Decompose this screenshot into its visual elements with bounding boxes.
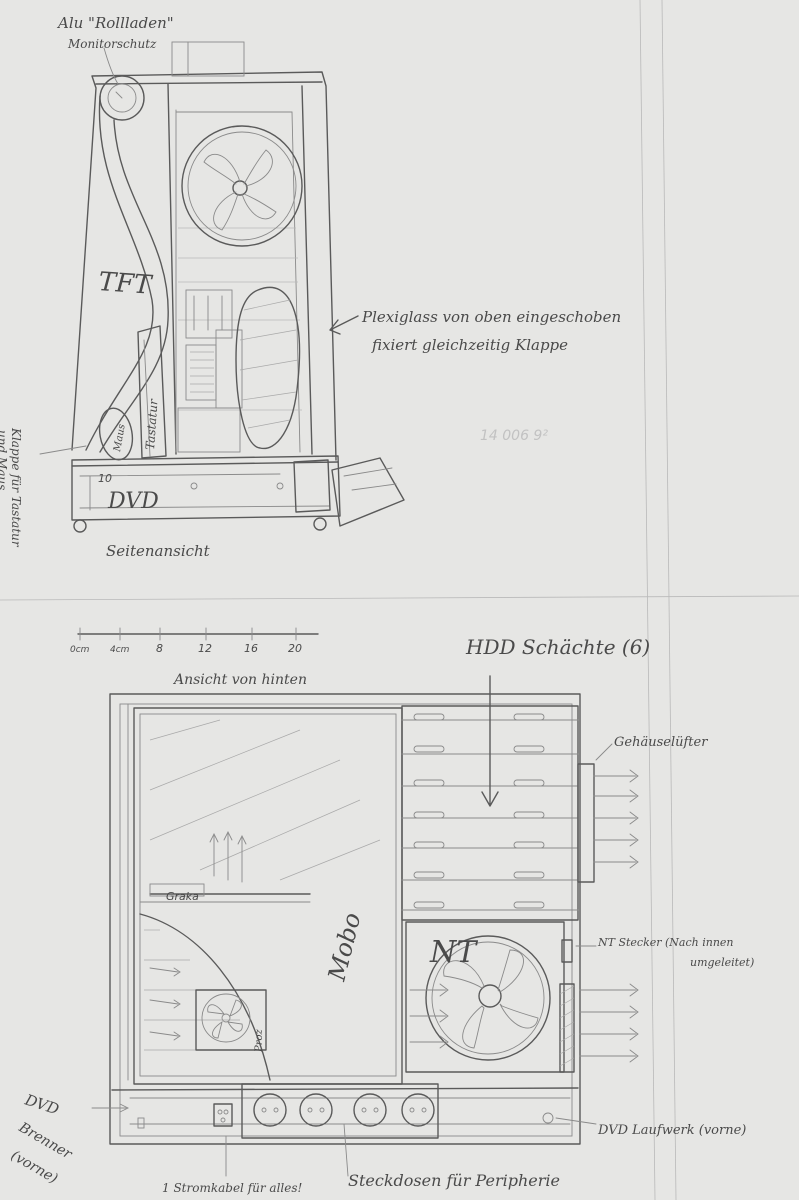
scale-tick-4: 16 (244, 642, 258, 655)
gpu-label: Graka (166, 890, 199, 903)
case-fan-label: Gehäuselüfter (614, 735, 708, 750)
rear-view (91, 675, 639, 1177)
plexiglass-label: Plexiglass von oben eingeschoben (361, 308, 621, 326)
psu-label: NT (429, 935, 478, 970)
scale-tick-1: 4cm (110, 645, 130, 655)
scale-tick-5: 20 (288, 642, 302, 655)
scale-tick-0: 0cm (70, 645, 90, 655)
scale-tick-2: 8 (156, 642, 163, 655)
sockets-label: Steckdosen für Peripherie (348, 1171, 560, 1190)
shutter-sublabel: Monitorschutz (67, 37, 157, 51)
mobo-label: Mobo (322, 910, 366, 985)
scale-bar (77, 627, 319, 641)
flap-sublabel: und Maus (0, 430, 9, 490)
faint-pencil-marks: 14 006 9² (480, 428, 548, 444)
side-view-caption: Seitenansicht (106, 542, 211, 560)
dvd-side-label: DVD (107, 489, 159, 514)
flap-label: Klappe für Tastatur (9, 427, 23, 548)
shutter-label: Alu "Rollladen" (56, 14, 174, 32)
mouse-label: Maus (112, 423, 128, 453)
dvd-drive-label: DVD Laufwerk (vorne) (597, 1123, 746, 1138)
side-view (39, 41, 405, 533)
plexiglass-sublabel: fixiert gleichzeitig Klappe (371, 336, 568, 354)
psu-plug-sublabel: umgeleitet) (690, 956, 754, 969)
power-cable-label: 1 Stromkabel für alles! (162, 1181, 303, 1195)
dvd-number-label: 10 (98, 472, 112, 485)
hdd-bays-label: HDD Schächte (6) (465, 635, 650, 659)
tft-label: TFT (98, 267, 154, 301)
scale-tick-3: 12 (198, 642, 212, 655)
dvd-burner-label: DVD (22, 1090, 61, 1118)
psu-plug-label: NT Stecker (Nach innen (597, 936, 734, 949)
rear-view-caption: Ansicht von hinten (172, 672, 307, 688)
cpu-label: Proz (254, 1028, 265, 1053)
keyboard-label: Tastatur (143, 397, 161, 450)
